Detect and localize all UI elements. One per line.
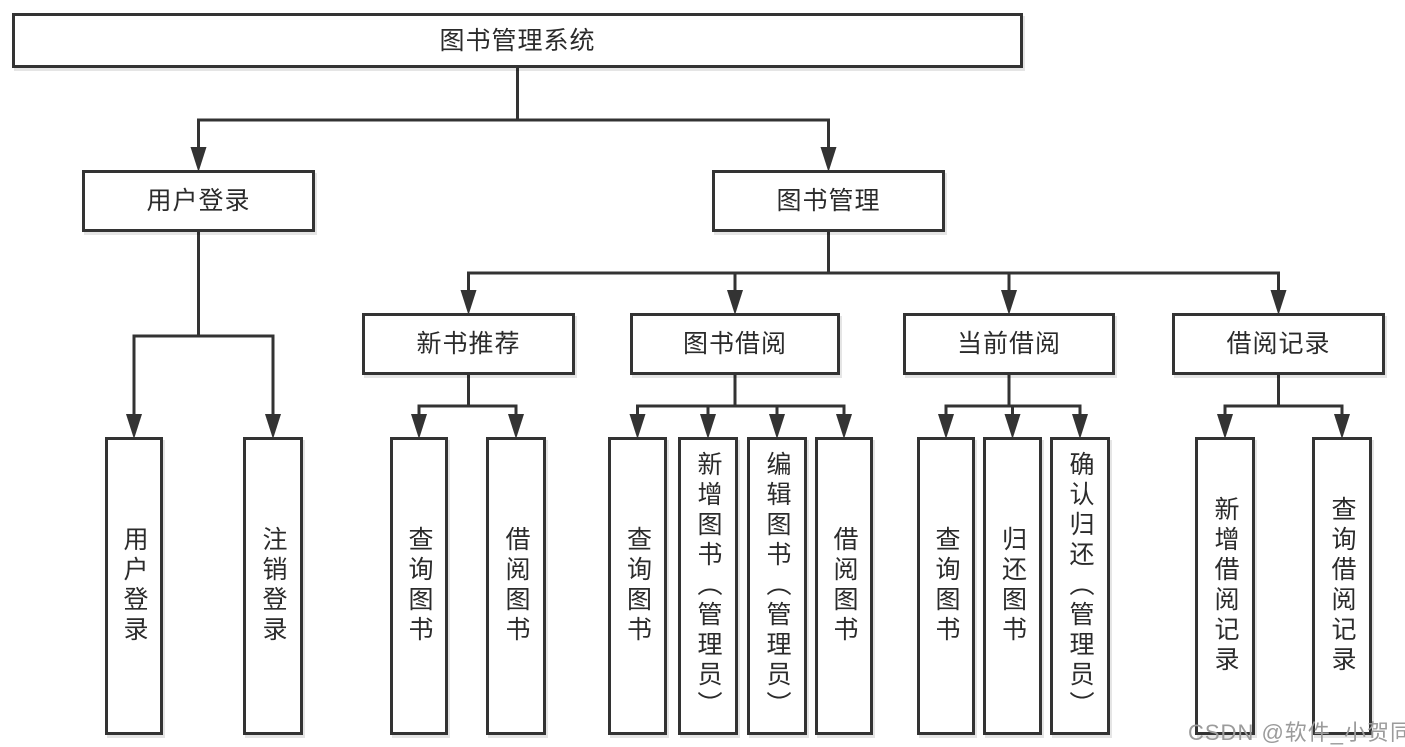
node-records: 借阅记录 [1172,313,1385,375]
node-bw-add: 新增图书（管理员） [678,437,738,735]
arrow-down-icon [1004,414,1021,439]
node-bw-query: 查询图书 [608,437,667,735]
node-nb-borrow: 借阅图书 [486,437,546,735]
node-current: 当前借阅 [903,313,1115,375]
node-bw-borrow: 借阅图书 [815,437,873,735]
arrow-down-icon [769,414,785,439]
node-bw-edit: 编辑图书（管理员） [747,437,807,735]
arrow-down-icon [820,147,837,172]
arrow-down-icon [1217,414,1233,439]
arrow-down-icon [190,147,207,172]
node-login-user: 用户登录 [105,437,163,735]
arrow-down-icon [1001,290,1017,315]
arrow-down-icon [411,414,427,439]
node-root: 图书管理系统 [12,13,1023,68]
node-rec-add: 新增借阅记录 [1195,437,1255,735]
node-cur-return: 归还图书 [983,437,1042,735]
node-cur-query: 查询图书 [917,437,975,735]
arrow-down-icon [700,414,716,439]
arrow-down-icon [1270,290,1287,315]
node-logout: 注销登录 [243,437,303,735]
watermark: CSDN @软件_小贺同学 [1188,720,1405,745]
arrow-down-icon [265,414,281,439]
node-mgmt: 图书管理 [712,170,945,232]
node-new-books: 新书推荐 [362,313,575,375]
node-cur-confirm: 确认归还（管理员） [1050,437,1110,735]
node-rec-query: 查询借阅记录 [1312,437,1372,735]
arrow-down-icon [126,414,142,439]
arrow-down-icon [508,414,524,439]
arrow-down-icon [460,290,477,315]
arrow-down-icon [836,414,852,439]
node-nb-query: 查询图书 [390,437,448,735]
node-borrow: 图书借阅 [630,313,840,375]
node-login: 用户登录 [82,170,315,232]
arrow-down-icon [1334,414,1350,439]
arrow-down-icon [938,414,954,439]
arrow-down-icon [727,290,743,315]
arrow-down-icon [1072,414,1088,439]
arrow-down-icon [629,414,646,439]
